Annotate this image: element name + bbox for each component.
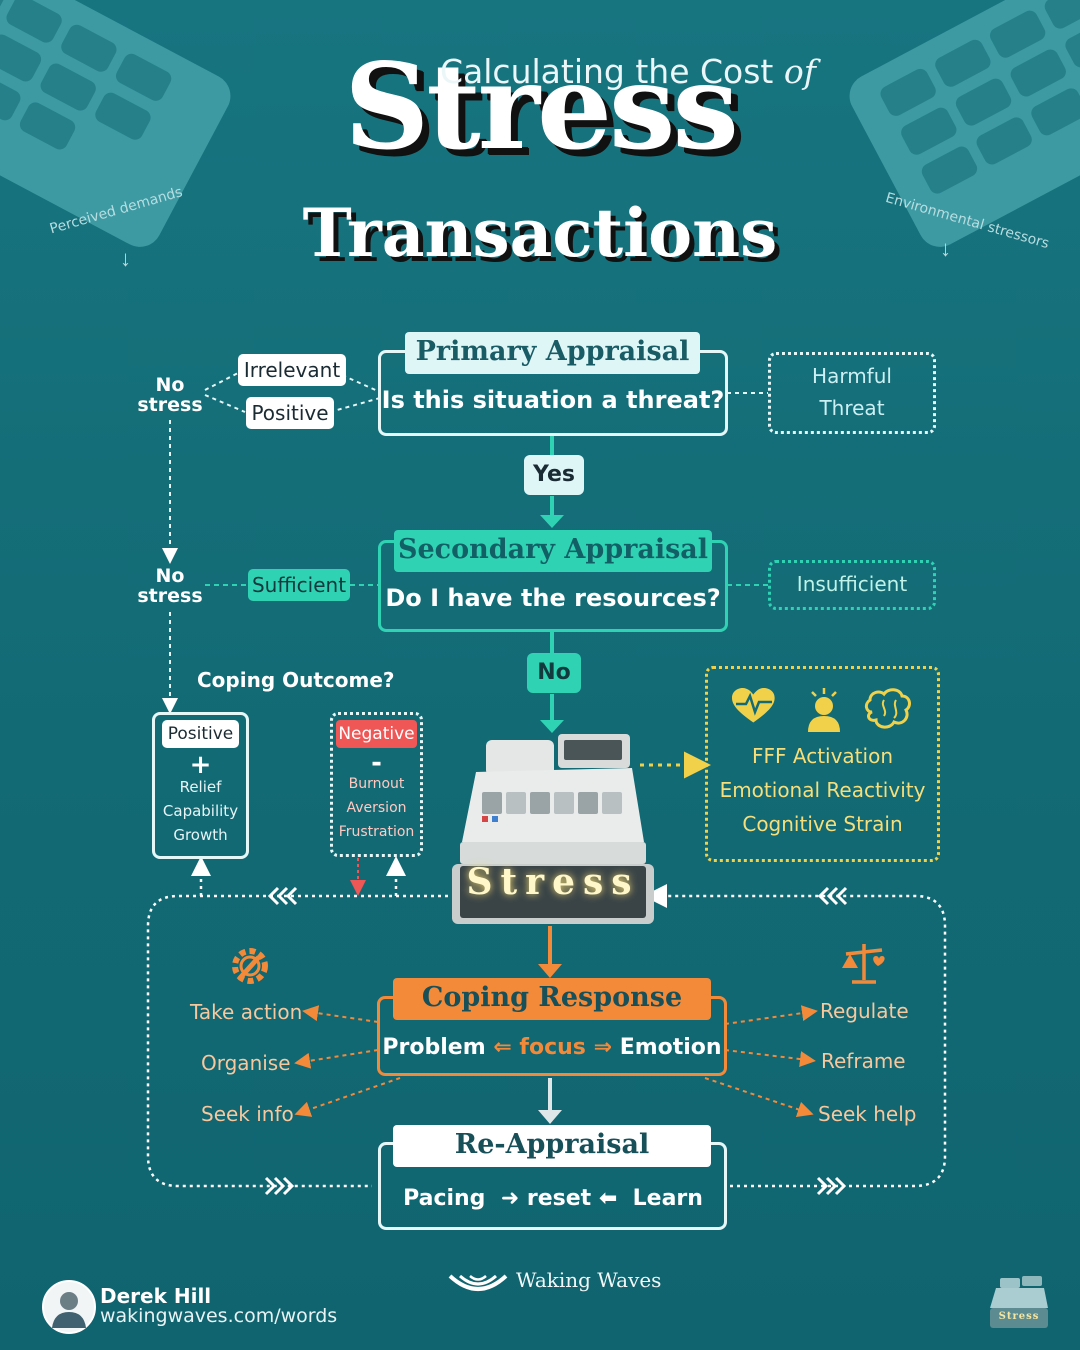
option-insufficient: Insufficient (796, 572, 908, 596)
register-display: Stress (466, 861, 640, 903)
positive-outcome-box (152, 712, 249, 859)
option-sufficient: Sufficient (248, 569, 350, 601)
effects-icons (732, 688, 911, 732)
secondary-appraisal-header: Secondary Appraisal (394, 530, 712, 572)
emotion-focus-label: Emotion (619, 1035, 722, 1060)
brand-name: Waking Waves (516, 1268, 662, 1292)
no-label: No (527, 653, 581, 693)
insufficient-box (768, 560, 936, 610)
mini-cash-register-icon (990, 1276, 1048, 1328)
outcome-relief: Relief (179, 778, 222, 796)
gear-wrench-icon (232, 948, 268, 984)
down-arrow-icon: ↓ (940, 236, 951, 261)
no-stress-label-1: No stress (137, 374, 203, 416)
down-arrow-icon: ↓ (120, 246, 131, 271)
focus-label: focus (519, 1035, 586, 1060)
harmful-threat-box (768, 352, 936, 434)
avatar (42, 1280, 96, 1334)
author-url[interactable]: wakingwaves.com/words (100, 1305, 338, 1327)
coping-take-action: Take action (190, 1000, 303, 1024)
cash-register-icon (452, 734, 654, 924)
effect-emotional-reactivity: Emotional Reactivity (719, 778, 926, 802)
positive-outcome-label: Positive (162, 720, 239, 748)
negative-outcome-box (330, 712, 423, 857)
secondary-question: Do I have the resources? (385, 584, 721, 612)
primary-question: Is this situation a threat? (381, 386, 725, 414)
outcome-frustration: Frustration (338, 824, 415, 840)
left-arrow-icon: ⇐ (493, 1035, 512, 1060)
negative-outcome-label: Negative (336, 720, 417, 748)
coping-seek-info: Seek info (201, 1102, 294, 1126)
coping-focus-line: Problem ⇐ focus ⇒ Emotion (379, 1035, 725, 1060)
outcome-growth: Growth (173, 826, 228, 844)
heart-icon (732, 688, 775, 723)
effect-cognitive-strain: Cognitive Strain (742, 812, 903, 836)
coping-organise: Organise (201, 1051, 291, 1075)
yes-label: Yes (524, 455, 584, 495)
reappraisal-line: Pacing ➜ reset ⬅ Learn (380, 1186, 726, 1211)
stressed-person-icon (808, 688, 840, 732)
right-arrow-icon: ⇒ (593, 1035, 613, 1060)
pacing-label: Pacing (403, 1186, 486, 1211)
balance-scale-icon (842, 944, 885, 984)
reappraisal-header: Re-Appraisal (393, 1125, 711, 1167)
reset-label: reset (526, 1186, 592, 1211)
minus-sign: - (371, 748, 382, 778)
effect-fff-activation: FFF Activation (752, 744, 893, 768)
coping-regulate: Regulate (820, 999, 909, 1023)
calculator-decoration (0, 0, 1080, 247)
stress-effects-box (705, 666, 940, 862)
plus-sign: + (189, 750, 212, 780)
left-arrow-icon: ⬅ (598, 1186, 618, 1211)
mini-register-label: Stress (998, 1311, 1040, 1322)
coping-reframe: Reframe (821, 1049, 906, 1073)
problem-focus-label: Problem (382, 1035, 486, 1060)
coping-outcome-title: Coping Outcome? (197, 668, 395, 692)
person-avatar-icon (52, 1292, 86, 1328)
outcome-aversion: Aversion (346, 800, 407, 816)
outcome-burnout: Burnout (348, 776, 405, 792)
waves-logo-icon (448, 1274, 508, 1291)
option-irrelevant: Irrelevant (238, 354, 346, 386)
no-stress-label-2: No stress (137, 565, 203, 607)
learn-label: Learn (632, 1186, 703, 1211)
right-arrow-icon: ➜ (500, 1186, 520, 1211)
option-threat: Threat (819, 396, 885, 420)
coping-response-header: Coping Response (393, 978, 711, 1020)
brain-icon (864, 688, 911, 729)
coping-seek-help: Seek help (818, 1102, 917, 1126)
option-positive: Positive (246, 397, 334, 429)
option-harmful: Harmful (812, 364, 892, 388)
outcome-capability: Capability (162, 802, 239, 820)
title-second: Transactions (302, 194, 778, 272)
title-subtitle: Calculating the Cost of (440, 52, 816, 91)
title-main: Stress (344, 37, 739, 176)
primary-appraisal-header: Primary Appraisal (405, 332, 700, 374)
author-name: Derek Hill (100, 1284, 212, 1308)
